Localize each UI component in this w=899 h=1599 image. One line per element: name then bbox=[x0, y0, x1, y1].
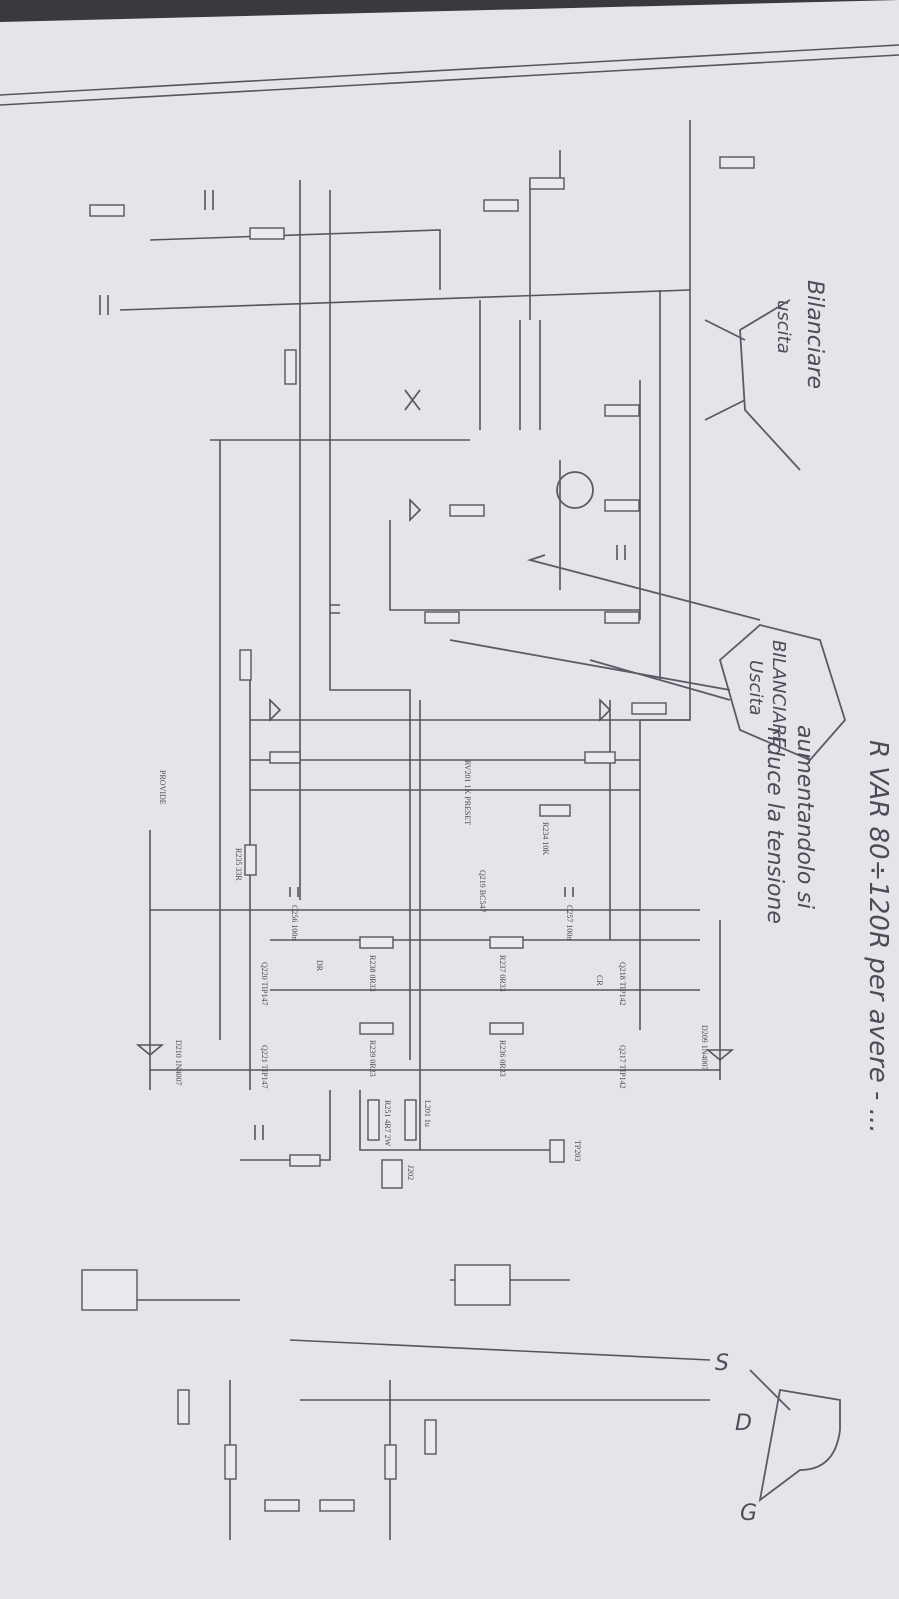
resistor bbox=[177, 1389, 190, 1425]
note-bilanciare: Bilanciare bbox=[802, 280, 827, 389]
resistor bbox=[719, 156, 755, 169]
ic bbox=[81, 1269, 138, 1311]
label-q218: Q218 TIP142 bbox=[618, 962, 627, 1006]
resistor bbox=[367, 1099, 380, 1141]
resistor bbox=[359, 1022, 394, 1035]
sheet-border-inner bbox=[0, 54, 899, 106]
resistor bbox=[584, 751, 616, 764]
background-corner bbox=[0, 0, 899, 22]
note-arrow-1 bbox=[704, 299, 801, 471]
resistor bbox=[359, 936, 394, 949]
label-r234: R234 10K bbox=[541, 822, 550, 855]
label-tp203: TP203 bbox=[573, 1140, 582, 1161]
label-l201: L201 1u bbox=[423, 1100, 432, 1127]
label-q220: Q220 TIP147 bbox=[260, 962, 269, 1006]
label-r251: R251 4R7 2W bbox=[383, 1100, 392, 1147]
resistor bbox=[239, 649, 252, 681]
resistor bbox=[631, 702, 667, 715]
resistor bbox=[424, 1419, 437, 1455]
crossed-resistor bbox=[404, 389, 421, 411]
resistor bbox=[269, 751, 301, 764]
resistor bbox=[224, 1444, 237, 1480]
label-q221: Q221 TIP147 bbox=[260, 1045, 269, 1089]
mosfet-sketch bbox=[749, 1369, 841, 1503]
resistor bbox=[483, 199, 519, 212]
label-r235: R235 33R bbox=[234, 848, 243, 881]
resistor bbox=[404, 1099, 417, 1141]
note-uscita: uscita bbox=[773, 300, 794, 354]
resistor bbox=[284, 349, 297, 385]
label-r237: R237 0R33 bbox=[498, 955, 507, 992]
resistor bbox=[249, 227, 285, 240]
resistor bbox=[604, 404, 640, 417]
note-arrow-2 bbox=[449, 554, 761, 701]
label-provider: PROVIDE bbox=[158, 770, 167, 805]
label-c257: C257 100n bbox=[565, 905, 574, 940]
label-c256: C256 100n bbox=[290, 905, 299, 940]
resistor bbox=[529, 177, 565, 190]
handwritten-notes: Bilanciare uscita BILANCIARE Uscita aume… bbox=[449, 280, 893, 1526]
resistor bbox=[289, 1154, 321, 1167]
label-q219: Q219 BC547 bbox=[478, 870, 487, 912]
label-r239: R239 0R33 bbox=[368, 1040, 377, 1077]
note-hint-1: aumentandolo si bbox=[792, 725, 817, 909]
ic bbox=[454, 1264, 511, 1306]
resistor bbox=[319, 1499, 355, 1512]
note-bilanciare-caps: BILANCIARE bbox=[768, 640, 789, 748]
pin-s: S bbox=[715, 1351, 729, 1376]
circled-transistor bbox=[556, 471, 594, 509]
note-top-right: R VAR 80÷120R per avere - ... bbox=[863, 740, 893, 1133]
components bbox=[81, 156, 755, 1512]
connector bbox=[381, 1159, 403, 1189]
resistor bbox=[604, 611, 640, 624]
resistor bbox=[489, 936, 524, 949]
resistor bbox=[89, 204, 125, 217]
resistor bbox=[244, 844, 257, 876]
resistor bbox=[264, 1499, 300, 1512]
resistor bbox=[449, 504, 485, 517]
diodes bbox=[135, 498, 735, 1062]
capacitors bbox=[99, 190, 626, 1140]
resistor bbox=[539, 804, 571, 817]
label-d210: D210 1N4007 bbox=[174, 1040, 183, 1086]
pin-d: D bbox=[735, 1411, 752, 1436]
resistor bbox=[384, 1444, 397, 1480]
resistor bbox=[604, 499, 640, 512]
component-labels: Q218 TIP142 Q217 TIP142 Q220 TIP147 Q221… bbox=[158, 760, 709, 1180]
resistor bbox=[489, 1022, 524, 1035]
test-point bbox=[549, 1139, 565, 1163]
label-r236: R236 0R33 bbox=[498, 1040, 507, 1077]
note-uscita-2: Uscita bbox=[745, 660, 766, 716]
note-bubble bbox=[718, 624, 847, 762]
label-d209: D209 1N4007 bbox=[700, 1025, 709, 1071]
label-rv201: RV201 1K PRESET bbox=[463, 760, 472, 825]
label-cr: CR bbox=[595, 975, 604, 986]
resistor bbox=[424, 611, 460, 624]
label-r238: R238 0R33 bbox=[368, 955, 377, 992]
note-hint-2: riduce la tensione bbox=[762, 727, 787, 924]
label-j202: J202 bbox=[406, 1165, 415, 1180]
label-q217: Q217 TIP142 bbox=[618, 1045, 627, 1089]
schematic-wiring bbox=[100, 120, 721, 1540]
label-dr: DR bbox=[315, 960, 324, 972]
sheet-border bbox=[0, 44, 899, 96]
pin-g: G bbox=[740, 1501, 757, 1526]
